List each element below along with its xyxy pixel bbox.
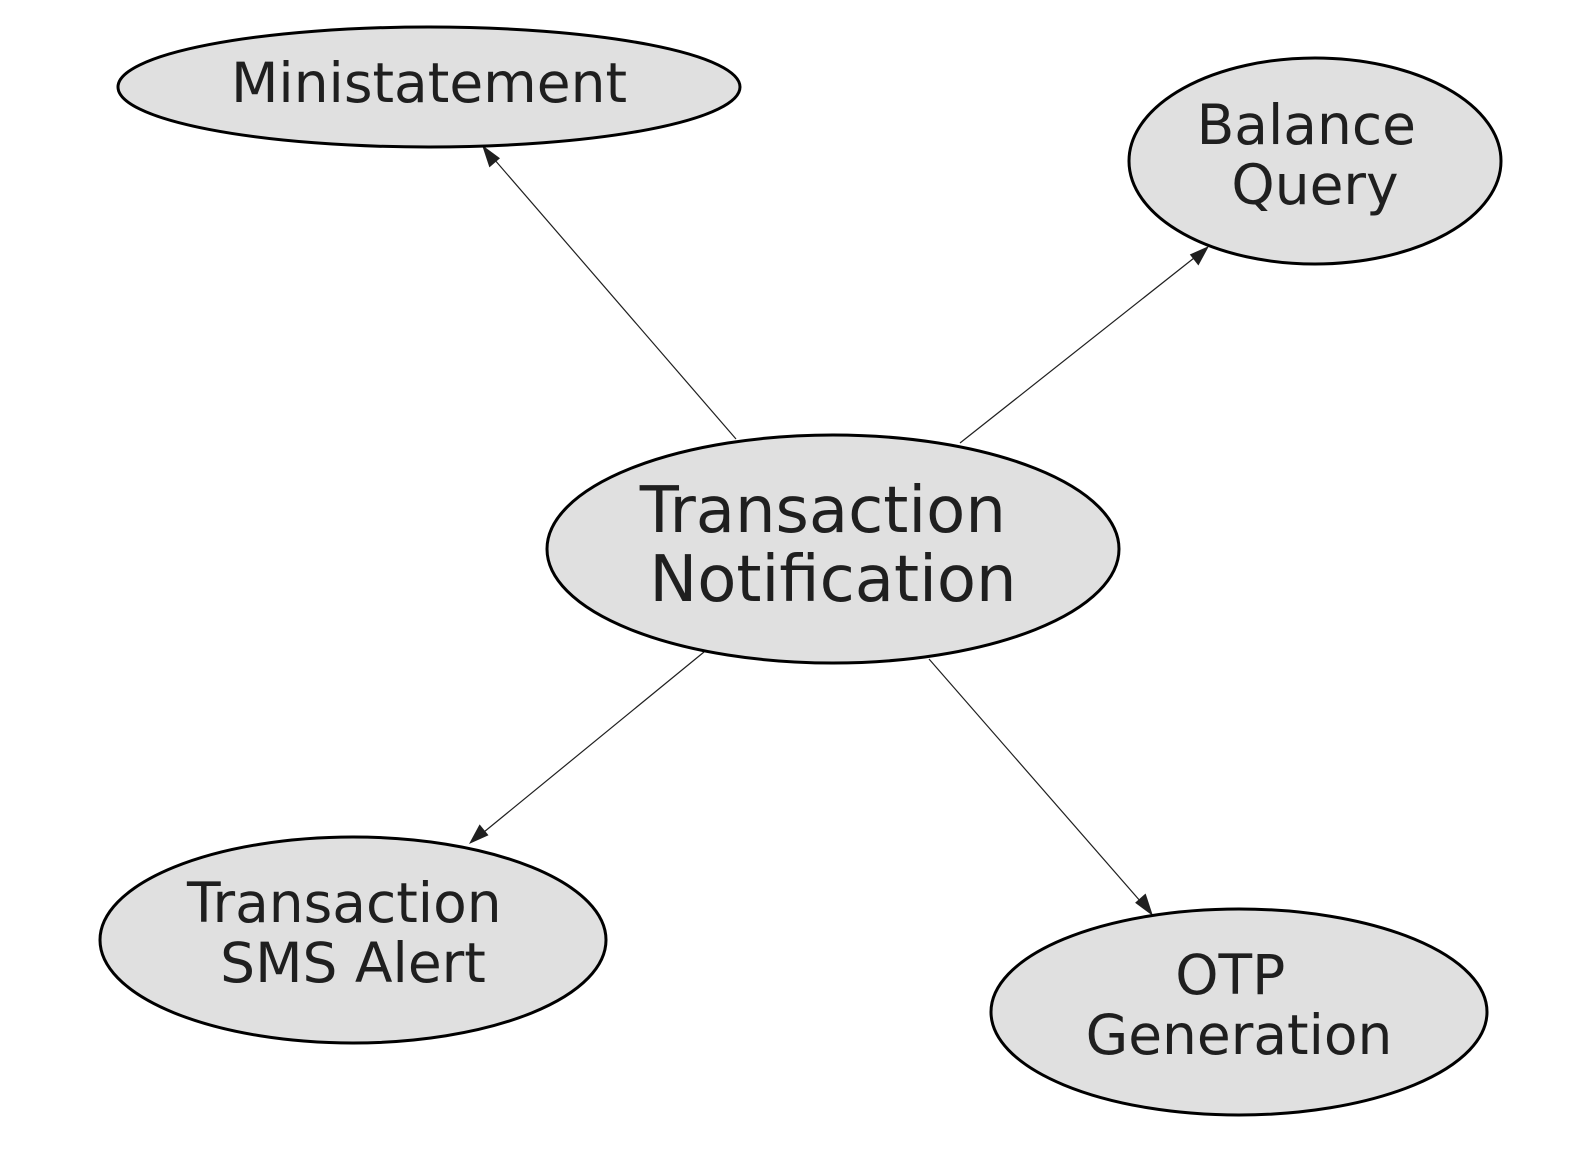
- node-ministatement: Ministatement: [116, 25, 742, 149]
- edge-to-ministatement: [482, 145, 737, 440]
- edge-line: [483, 651, 705, 833]
- node-ellipse: [98, 835, 608, 1045]
- node-label: Transaction SMS Alert: [186, 871, 519, 995]
- edge-line: [928, 658, 1142, 903]
- edge-to-otp-generation: [928, 658, 1153, 916]
- edge-to-balance-query: [959, 246, 1209, 444]
- edge-line: [493, 158, 737, 440]
- edge-to-sms-alert: [469, 651, 705, 844]
- node-ellipse: [989, 907, 1489, 1117]
- node-ellipse: [545, 433, 1121, 665]
- node-otp-generation: OTP Generation: [989, 907, 1489, 1117]
- arrowhead-icon: [1189, 246, 1209, 266]
- node-label: OTP Generation: [1086, 943, 1393, 1067]
- node-label: Ministatement: [231, 51, 627, 115]
- node-label: Balance Query: [1197, 93, 1434, 217]
- node-transaction-notification: Transaction Notification: [545, 433, 1121, 665]
- arrowhead-icon: [469, 824, 489, 844]
- edge-line: [959, 257, 1195, 444]
- arrowhead-icon: [482, 145, 500, 168]
- arrowhead-icon: [1135, 893, 1153, 916]
- node-ellipse: [1127, 56, 1503, 266]
- node-balance-query: Balance Query: [1127, 56, 1503, 266]
- node-ellipse: [116, 25, 742, 149]
- node-transaction-sms-alert: Transaction SMS Alert: [98, 835, 608, 1045]
- node-label: Transaction Notification: [639, 474, 1026, 617]
